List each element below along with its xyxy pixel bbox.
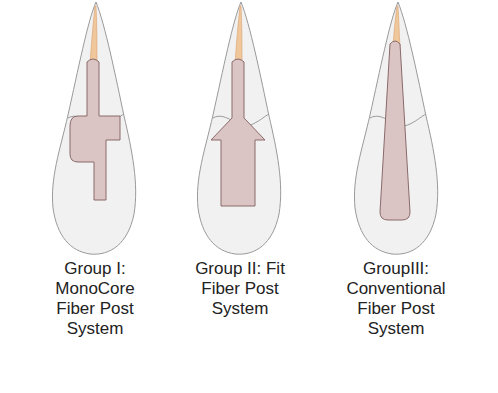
caption-label: Group I: MonoCore Fiber Post System (43, 259, 147, 339)
tooth-monocore (52, 2, 135, 254)
tooth-conventional (354, 2, 437, 254)
caption-label: Group II: Fit Fiber Post System (188, 259, 292, 319)
caption-label: GroupIII: Conventional Fiber Post System (340, 259, 452, 339)
tooth-fit (197, 2, 280, 254)
